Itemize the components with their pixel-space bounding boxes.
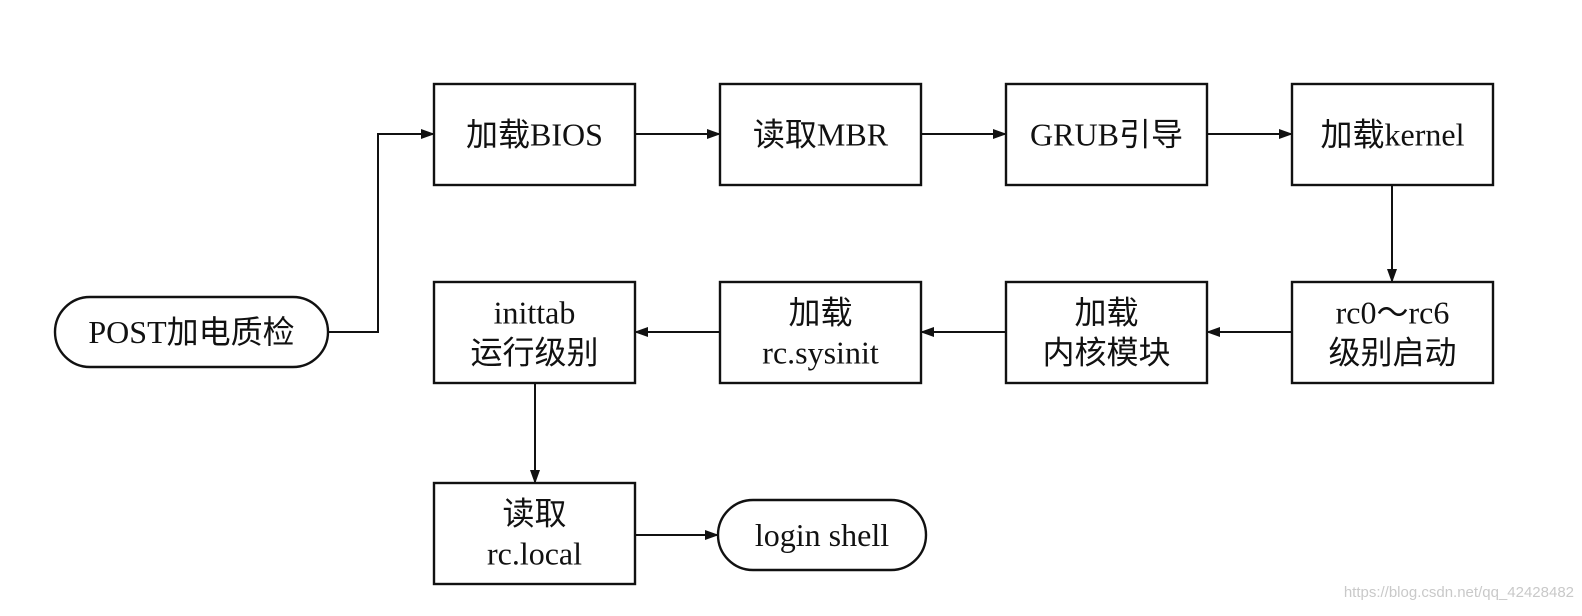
node-rc06-shape <box>1290 280 1495 385</box>
node-inittab-shape <box>432 280 637 385</box>
node-bios-label-0: 加载BIOS <box>466 117 603 153</box>
edge-post-bios <box>328 129 435 333</box>
node-modules-shape <box>1004 280 1209 385</box>
node-mbr: 读取MBR <box>718 82 923 187</box>
node-bios-shape <box>432 82 637 187</box>
watermark-text: https://blog.csdn.net/qq_42428482 <box>1344 584 1574 601</box>
node-kernel: 加载kernel <box>1290 82 1495 187</box>
node-rc06-label-0: rc0～rc6 <box>1336 295 1450 331</box>
node-post: POST加电质检 <box>53 295 330 369</box>
edges-layer <box>328 129 1397 540</box>
nodes-layer: POST加电质检 加载BIOS 读取MBR GRUB引导 加载kernel rc0～rc6… <box>53 82 1495 586</box>
node-bios: 加载BIOS <box>432 82 637 187</box>
node-kernel-label-0: 加载kernel <box>1321 117 1465 153</box>
node-login-label-0: login shell <box>755 517 889 553</box>
node-rclocal-shape <box>432 481 637 586</box>
node-login-shape <box>716 498 928 572</box>
node-rclocal-label-0: 读取 <box>502 496 566 532</box>
node-inittab-label-1: 运行级别 <box>470 335 598 371</box>
node-grub: GRUB引导 <box>1004 82 1209 187</box>
node-inittab: inittab 运行级别 <box>432 280 637 385</box>
node-sysinit-label-1: rc.sysinit <box>762 335 879 371</box>
node-login: login shell <box>716 498 928 572</box>
node-sysinit-shape <box>718 280 923 385</box>
node-modules-label-1: 内核模块 <box>1042 335 1170 371</box>
node-rc06: rc0～rc6 级别启动 <box>1290 280 1495 385</box>
node-inittab-label-0: inittab <box>494 295 576 331</box>
node-rclocal: 读取 rc.local <box>432 481 637 586</box>
node-modules-label-0: 加载 <box>1074 295 1138 331</box>
node-mbr-label-0: 读取MBR <box>753 117 889 153</box>
node-mbr-shape <box>718 82 923 187</box>
node-grub-shape <box>1004 82 1209 187</box>
node-grub-label-0: GRUB引导 <box>1030 117 1183 153</box>
node-post-label-0: POST加电质检 <box>88 314 294 350</box>
node-kernel-shape <box>1290 82 1495 187</box>
node-sysinit: 加载 rc.sysinit <box>718 280 923 385</box>
node-post-shape <box>53 295 330 369</box>
node-rclocal-label-1: rc.local <box>487 536 582 572</box>
node-rc06-label-1: 级别启动 <box>1328 335 1456 371</box>
node-sysinit-label-0: 加载 <box>788 295 852 331</box>
